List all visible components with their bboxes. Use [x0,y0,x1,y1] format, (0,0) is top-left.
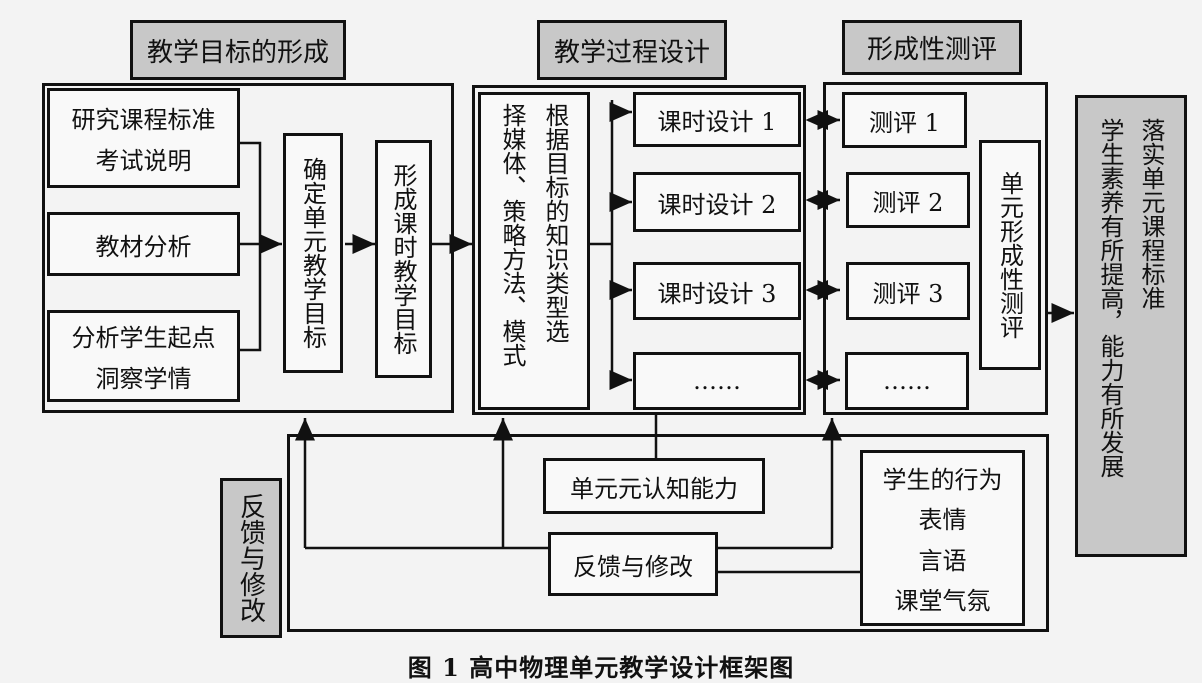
student-start-label: 分析学生起点 [71,324,216,352]
lesson-design-2-label: 课时设计 2 [657,190,777,219]
test-3-label: 测评 3 [872,279,944,308]
feedback-header: 反馈与修改 [220,478,282,638]
method-selection-col2: 择媒体、策略方法、模式 [498,103,526,367]
lesson-design-1: 课时设计 1 [633,92,801,147]
figure-caption: 图 1 高中物理单元教学设计框架图 [407,653,795,682]
behavior-atmosphere: 课堂气氛 [894,587,991,616]
test-3: 测评 3 [846,262,970,320]
outcome-col1: 落实单元课程标准 [1137,118,1165,310]
formative-assessment-label: 形成性测评 [866,35,997,65]
material-analysis-label: 教材分析 [95,232,192,261]
unit-goal-label: 确定单元教学目标 [298,157,327,349]
method-selection-box: 根据目标的知识类型选 择媒体、策略方法、模式 [478,92,590,410]
test-2: 测评 2 [846,172,970,228]
process-design-label: 教学过程设计 [553,37,710,68]
material-analysis-box: 教材分析 [47,212,240,276]
outcome-col2: 学生素养有所提高，能力有所发展 [1096,118,1124,478]
unit-assessment-label: 单元形成性测评 [995,171,1024,339]
feedback-group [287,434,1049,632]
goal-formation-label: 教学目标的形成 [146,37,329,68]
formative-assessment-header: 形成性测评 [842,20,1022,75]
test-more-label: …… [883,367,931,395]
exam-guide-label: 考试说明 [95,147,192,175]
metacognition-box: 单元元认知能力 [543,458,765,514]
lesson-design-more-label: …… [693,367,741,395]
test-more: …… [845,352,969,410]
student-behavior-title: 学生的行为 [882,465,1003,494]
lesson-goal-label: 形成课时教学目标 [389,163,417,355]
student-behavior-box: 学生的行为 表情 言语 课堂气氛 [860,450,1025,626]
behavior-speech: 言语 [918,546,967,575]
learning-situation-label: 洞察学情 [95,365,192,393]
test-2-label: 测评 2 [872,188,944,217]
feedback-header-label: 反馈与修改 [235,493,266,623]
feedback-revise-label: 反馈与修改 [573,552,693,581]
test-1-label: 测评 1 [869,108,940,137]
lesson-design-1-label: 课时设计 1 [657,108,777,136]
outcome-box: 落实单元课程标准 学生素养有所提高，能力有所发展 [1075,95,1187,557]
goal-formation-group [42,83,454,413]
metacognition-label: 单元元认知能力 [570,474,738,503]
unit-assessment-box: 单元形成性测评 [979,140,1041,370]
process-design-group [472,85,806,415]
lesson-design-3: 课时设计 3 [633,262,801,320]
lesson-design-3-label: 课时设计 3 [657,279,777,308]
process-design-header: 教学过程设计 [537,20,727,80]
feedback-revise-box: 反馈与修改 [548,532,718,596]
goal-formation-header: 教学目标的形成 [130,20,346,80]
test-1: 测评 1 [842,92,967,148]
lesson-goal-box: 形成课时教学目标 [375,140,432,378]
method-selection-col1: 根据目标的知识类型选 [541,103,569,343]
study-standards-label: 研究课程标准 [71,106,216,134]
lesson-design-more: …… [633,352,801,410]
lesson-design-2: 课时设计 2 [633,172,801,232]
assessment-group [823,82,1048,415]
student-start-box: 分析学生起点 洞察学情 [47,310,240,402]
behavior-expression: 表情 [918,506,967,535]
unit-goal-box: 确定单元教学目标 [283,133,343,373]
study-standards-box: 研究课程标准 考试说明 [47,88,240,188]
